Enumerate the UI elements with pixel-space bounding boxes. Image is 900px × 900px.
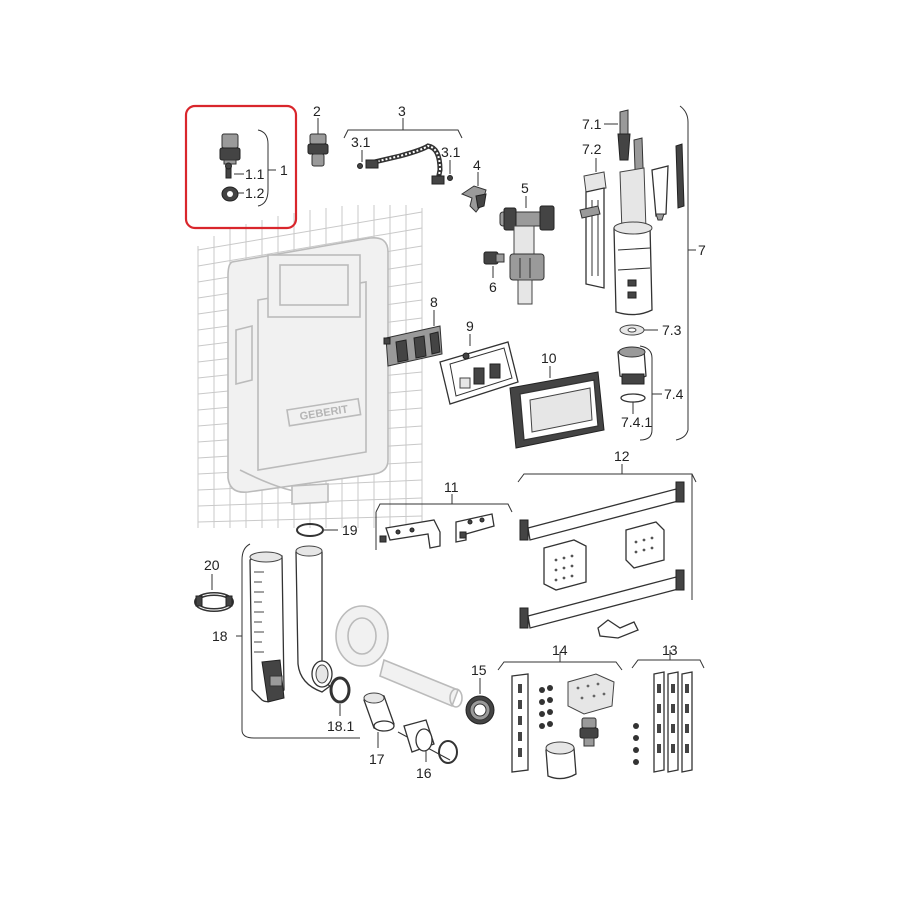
part-14-screws bbox=[539, 685, 553, 729]
label-part-6: 6 bbox=[489, 279, 497, 295]
label-part-3: 3 bbox=[398, 103, 406, 119]
label-part-20: 20 bbox=[204, 557, 220, 573]
label-part-1: 1 bbox=[280, 162, 288, 178]
part-9-mounting-frame bbox=[439, 334, 519, 405]
part-17-pipe-connector bbox=[363, 692, 395, 748]
label-part-13: 13 bbox=[662, 642, 678, 658]
part-7-flush-valve bbox=[579, 105, 696, 441]
part-11-bracket-set bbox=[375, 494, 513, 550]
part-10-flush-plate bbox=[509, 366, 605, 449]
label-part-7-3: 7.3 bbox=[662, 322, 682, 338]
part-2-connector bbox=[307, 118, 329, 167]
label-part-7-2: 7.2 bbox=[582, 141, 602, 157]
part-8-actuator-frame bbox=[383, 310, 443, 367]
label-part-15: 15 bbox=[471, 662, 487, 678]
callout-labels: 1 1.1 1.2 2 3 3.1 3.1 4 5 6 7 7.1 7.2 7.… bbox=[204, 103, 706, 781]
label-part-3-1-right: 3.1 bbox=[441, 144, 461, 160]
part-14-fixing-set bbox=[497, 652, 623, 780]
label-part-7: 7 bbox=[698, 242, 706, 258]
part-13-fixing-set bbox=[631, 650, 705, 773]
label-part-12: 12 bbox=[614, 448, 630, 464]
part-6-valve-insert bbox=[483, 251, 505, 278]
label-part-14: 14 bbox=[552, 642, 568, 658]
brand-plate: GEBERIT bbox=[286, 397, 362, 427]
label-part-16: 16 bbox=[416, 765, 432, 781]
part-3-supply-hose bbox=[343, 118, 463, 185]
part-18-drain-set bbox=[236, 543, 360, 739]
label-part-10: 10 bbox=[541, 350, 557, 366]
part-19-seal bbox=[296, 523, 338, 537]
highlight-box bbox=[184, 104, 298, 230]
label-part-9: 9 bbox=[466, 318, 474, 334]
ghost-drain-pipe bbox=[335, 605, 463, 708]
part-15-sleeve bbox=[465, 678, 495, 725]
label-part-19: 19 bbox=[342, 522, 358, 538]
label-part-18: 18 bbox=[212, 628, 228, 644]
label-part-7-4: 7.4 bbox=[664, 386, 684, 402]
label-part-11: 11 bbox=[444, 479, 459, 495]
installation-frame: GEBERIT bbox=[197, 205, 423, 528]
label-part-1-2: 1.2 bbox=[245, 185, 265, 201]
label-part-7-1: 7.1 bbox=[582, 116, 602, 132]
label-part-8: 8 bbox=[430, 294, 438, 310]
label-part-4: 4 bbox=[473, 157, 481, 173]
label-part-1-1: 1.1 bbox=[245, 166, 265, 182]
label-part-2: 2 bbox=[313, 103, 321, 119]
part-13-screws bbox=[633, 723, 639, 765]
part-4-bracket bbox=[460, 172, 487, 213]
part-12-support-set bbox=[517, 464, 697, 639]
label-part-17: 17 bbox=[369, 751, 385, 767]
part-16-pipe-segment bbox=[397, 719, 458, 764]
part-5-fill-valve bbox=[499, 196, 555, 305]
label-part-5: 5 bbox=[521, 180, 529, 196]
part-1-valve-set bbox=[219, 129, 276, 207]
label-part-18-1: 18.1 bbox=[327, 718, 354, 734]
label-part-3-1-left: 3.1 bbox=[351, 134, 371, 150]
label-part-7-4-1: 7.4.1 bbox=[621, 414, 652, 430]
part-20-clamp bbox=[194, 574, 234, 612]
